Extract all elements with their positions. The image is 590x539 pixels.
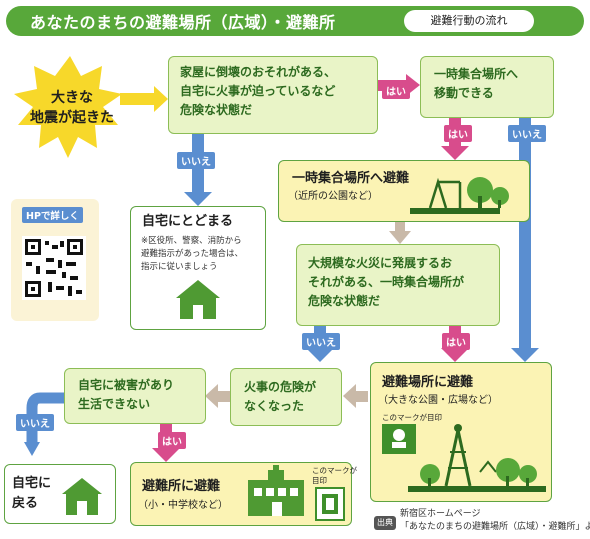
danger-home-text: 家屋に倒壊のおそれがある、 自宅に火事が迫っているなど 危険な状態だ (180, 65, 337, 117)
evac-assembly-note: （近所の公園など） (288, 191, 378, 202)
yes-label-4: はい (158, 432, 186, 449)
move-assembly-box (420, 56, 554, 118)
yes-label-3: はい (442, 333, 470, 350)
evac-wide-mark-label: このマークが目印 (382, 413, 442, 422)
shelter-mark-label: このマークが 目印 (312, 466, 357, 485)
evac-wide-note: （大きな公園・広場など） (378, 395, 498, 406)
return-home-text: 自宅に 戻る (12, 476, 52, 511)
qr-label: HPで詳しく (22, 207, 83, 223)
no-label-3: いいえ (302, 333, 340, 350)
stay-home-title: 自宅にとどまる (142, 214, 234, 229)
stay-home-note: ※区役所、警察、消防から 避難指示があった場合は、 指示に従いましょう (141, 236, 244, 272)
fire-spread-text: 大規模な火災に発展するお それがある、一時集合場所が 危険な状態だ (308, 256, 465, 308)
starburst-icon (14, 56, 122, 158)
no-label-1: いいえ (177, 152, 215, 169)
shelter-note: （小・中学校など） (138, 500, 228, 511)
move-assembly-text: 一時集合場所へ 移動できる (434, 67, 519, 100)
evac-wide-title: 避難場所に避難 (382, 375, 474, 390)
fire-gone-text: 火事の危険が なくなった (244, 380, 317, 413)
danger-home-box (168, 56, 378, 134)
evac-assembly-title: 一時集合場所へ避難 (292, 171, 410, 186)
home-damage-text: 自宅に被害があり 生活できない (78, 378, 175, 411)
no-label-2: いいえ (508, 125, 546, 142)
no-label-4: いいえ (16, 414, 54, 431)
source-text: 新宿区ホームページ 「あなたのまちの避難場所（広域）・避難所」より (400, 509, 590, 532)
fire-spread-box (296, 244, 500, 326)
yes-label-1: はい (382, 82, 410, 99)
yes-label-2: はい (444, 125, 472, 142)
fire-gone-box (230, 368, 342, 426)
source-tag: 出典 (374, 516, 396, 530)
flow-pill: 避難行動の流れ (404, 10, 534, 32)
start-label: 大きな 地震が起きた (30, 90, 114, 126)
page-title: あなたのまちの避難場所（広域）・避難所 (30, 13, 336, 32)
shelter-title: 避難所に避難 (142, 479, 221, 494)
home-damage-box (64, 368, 206, 424)
